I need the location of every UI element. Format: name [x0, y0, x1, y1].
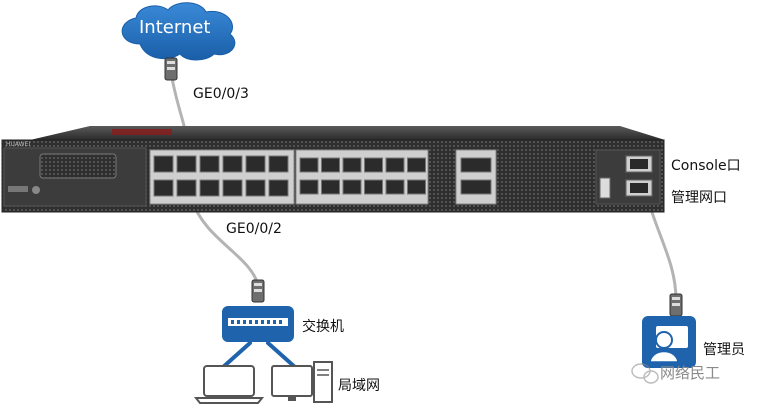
management-panel: [595, 149, 661, 205]
sfp-port: [321, 179, 340, 195]
rj45-port: [153, 179, 174, 197]
mgmt-cable: [646, 198, 678, 302]
sfp-port: [407, 179, 426, 195]
sfp-port: [364, 179, 383, 195]
sfp-port: [385, 179, 405, 195]
rj45-port: [268, 179, 289, 197]
rj45-connector-icon: [164, 57, 178, 81]
sfp-port: [460, 157, 492, 173]
laptop-icon: [193, 365, 265, 404]
internet-label: Internet: [139, 17, 211, 38]
admin-label: 管理员: [703, 342, 745, 358]
sfp-port: [299, 157, 319, 173]
rj45-port: [199, 179, 220, 197]
rj45-port: [153, 155, 174, 173]
rj45-port: [176, 155, 197, 173]
rj45-connector-icon: [251, 279, 265, 303]
lan-cables: [220, 341, 298, 370]
downlink-port-label: GE0/0/2: [226, 221, 282, 237]
watermark-text: 网络民工: [660, 364, 721, 382]
uplink-port-label: GE0/0/3: [193, 86, 249, 102]
wechat-watermark-icon: [631, 363, 659, 384]
rj45-port: [176, 179, 197, 197]
rj45-port: [222, 155, 243, 173]
desktop-pc-icon: [271, 361, 333, 403]
admin-icon: [642, 316, 696, 368]
rj45-port: [199, 155, 220, 173]
sfp-port: [321, 157, 340, 173]
rj45-connector-icon: [669, 293, 683, 317]
sfp-port: [342, 157, 362, 173]
mgmt-port-label: 管理网口: [671, 190, 727, 206]
rj45-port: [245, 179, 266, 197]
device-brand-label: HUAWEI: [6, 141, 31, 148]
rj45-port: [222, 179, 243, 197]
sfp-port-block: [295, 149, 429, 205]
downlink-cable: [190, 198, 260, 287]
switch-label: 交换机: [302, 319, 344, 335]
lan-label: 局域网: [338, 378, 380, 394]
switch-icon: [222, 306, 294, 342]
console-port-label: Console口: [671, 158, 741, 174]
firewall-device: [1, 126, 665, 213]
sfp-port: [407, 157, 426, 173]
sfp-port: [460, 179, 492, 195]
internet-cloud-icon: [121, 2, 236, 61]
sfp-port: [364, 157, 383, 173]
rj45-port: [268, 155, 289, 173]
sfp-port: [385, 157, 405, 173]
sfp-port: [342, 179, 362, 195]
rj45-port: [245, 155, 266, 173]
sfp-port: [299, 179, 319, 195]
